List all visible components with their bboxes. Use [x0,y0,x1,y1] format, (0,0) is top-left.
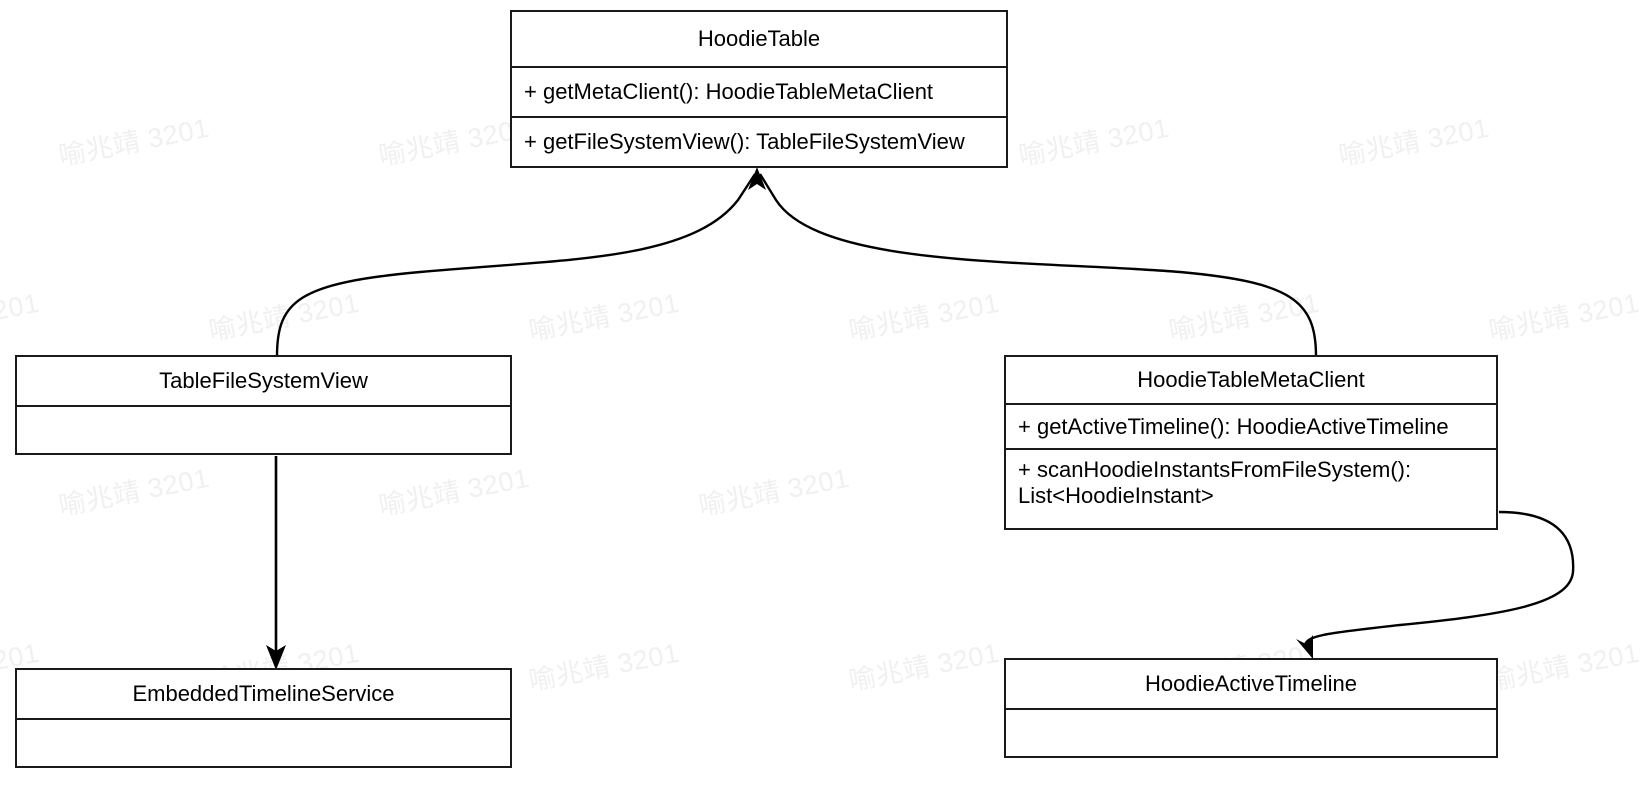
class-name-hoodie-active-timeline: HoodieActiveTimeline [1006,660,1496,710]
watermark-text: 喻兆靖 3201 [375,806,532,812]
class-box-embedded-timeline-service[interactable]: EmbeddedTimelineService [15,668,512,768]
class-name-table-file-system-view: TableFileSystemView [17,357,510,407]
watermark-text: 喻兆靖 3201 [55,806,212,812]
watermark-text: 喻兆靖 3201 [1486,637,1642,697]
class-members-table-file-system-view [17,407,510,453]
watermark-text: 喻兆靖 3201 [0,287,42,347]
class-box-table-file-system-view[interactable]: TableFileSystemView [15,355,512,455]
watermark-text: 喻兆靖 3201 [376,112,532,172]
watermark-text: 喻兆靖 3201 [56,462,212,522]
edge-embeddedtimeline-arrowhead-icon [266,645,286,670]
watermark-text: 喻兆靖 3201 [526,637,682,697]
class-box-hoodie-active-timeline[interactable]: HoodieActiveTimeline [1004,658,1498,758]
watermark-text: 喻兆靖 3201 [1015,806,1172,812]
edge-tablefsview-to-hoodietable [275,173,757,357]
watermark-text: 喻兆靖 3201 [695,806,852,812]
class-member-hoodie-table-meta-client-1: + scanHoodieInstantsFromFileSystem(): Li… [1018,457,1412,508]
edge-metaclient-to-hoodietable [758,173,1318,357]
class-member-hoodie-table-1: + getFileSystemView(): TableFileSystemVi… [524,129,965,154]
class-name-embedded-timeline-service: EmbeddedTimelineService [17,670,510,720]
class-name-hoodie-table: HoodieTable [512,12,1006,68]
class-members-hoodie-active-timeline [1006,710,1496,756]
watermark-text: 喻兆靖 3201 [696,462,852,522]
watermark-text: 喻兆靖 3201 [56,112,212,172]
class-member-hoodie-table-meta-client-0: + getActiveTimeline(): HoodieActiveTimel… [1006,405,1496,450]
edge-activetimeline-arrowhead-icon [1296,635,1313,659]
class-member-hoodie-table-0: + getMetaClient(): HoodieTableMetaClient [512,68,1006,118]
watermark-text: 喻兆靖 3201 [526,287,682,347]
class-box-hoodie-table-meta-client[interactable]: HoodieTableMetaClient + getActiveTimelin… [1004,355,1498,530]
watermark-text: 喻兆靖 3201 [376,462,532,522]
watermark-text: 喻兆靖 3201 [206,287,362,347]
watermark-text: 喻兆靖 3201 [1016,112,1172,172]
class-members-embedded-timeline-service [17,720,510,766]
edge-metaclient-to-activetimeline [1303,510,1575,647]
watermark-text: 喻兆靖 3201 [1336,112,1492,172]
watermark-text: 喻兆靖 3201 [1486,287,1642,347]
watermark-text: 喻兆靖 3201 [846,287,1002,347]
watermark-text: 喻兆靖 3201 [1166,287,1322,347]
class-box-hoodie-table[interactable]: HoodieTable + getMetaClient(): HoodieTab… [510,10,1008,168]
watermark-text: 喻兆靖 3201 [846,637,1002,697]
edge-tablefsview-arrowhead-icon [748,167,766,190]
watermark-text: 喻兆靖 3201 [1335,806,1492,812]
class-name-hoodie-table-meta-client: HoodieTableMetaClient [1006,357,1496,405]
